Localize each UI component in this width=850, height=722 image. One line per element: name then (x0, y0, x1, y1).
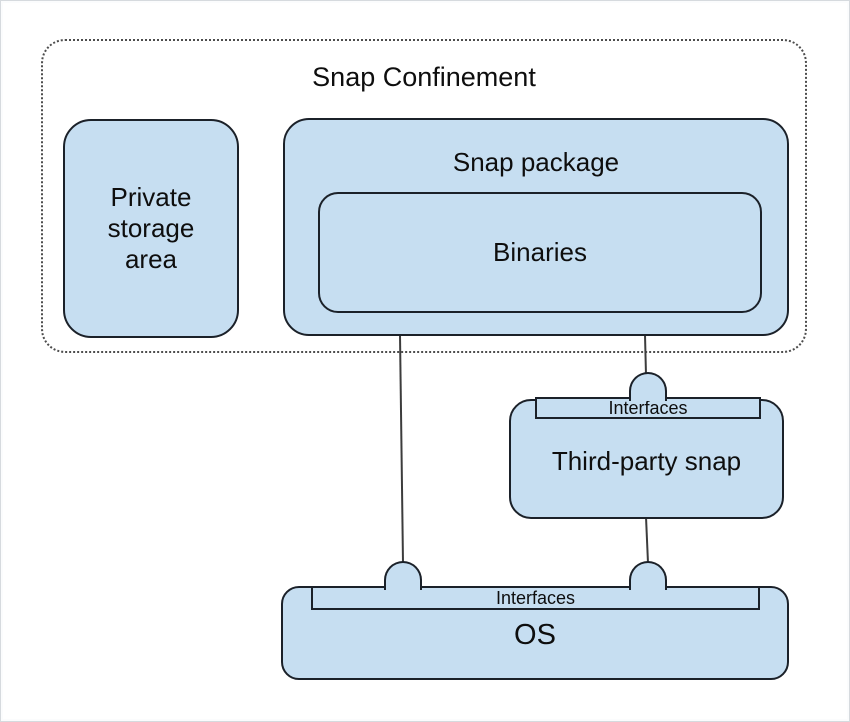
snap-confinement-boundary: Snap Confinement (41, 39, 807, 353)
third-party-interface-plug (629, 372, 667, 401)
binaries-node: Binaries (318, 192, 762, 313)
snap-confinement-title: Snap Confinement (312, 62, 536, 92)
binaries-label: Binaries (493, 237, 587, 267)
os-interface-plug-left (384, 561, 422, 590)
third-party-snap-label: Third-party snap (551, 446, 742, 476)
connector-third-party-to-os (645, 516, 649, 564)
third-party-snap-node: Third-party snap (509, 399, 784, 519)
snap-package-label: Snap package (452, 147, 620, 177)
os-interface-plug-right (629, 561, 667, 590)
private-storage-area-node: Private storage area (63, 119, 239, 338)
connector-snap-package-to-os (399, 334, 404, 564)
os-interfaces-strip: Interfaces (311, 586, 760, 610)
private-storage-area-label: Private storage area (107, 182, 195, 274)
os-label: OS (514, 619, 556, 651)
